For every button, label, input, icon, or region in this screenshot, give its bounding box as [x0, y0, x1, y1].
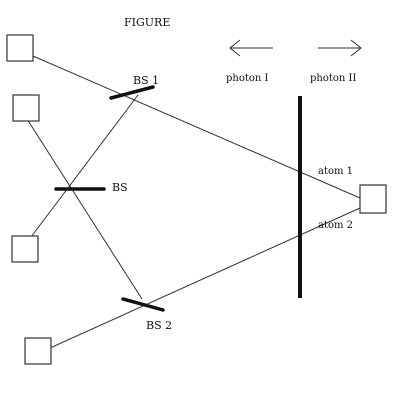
arrow-right-icon	[318, 39, 362, 57]
beam-bottom-long	[49, 207, 361, 349]
detector-box-upper	[12, 94, 40, 122]
beam-cross-up	[27, 94, 139, 242]
bs2-label: BS 2	[146, 319, 172, 332]
atom1-label: atom 1	[318, 166, 353, 177]
detector-box-lower	[11, 235, 39, 263]
beam-splitter-bs1	[109, 85, 155, 100]
detector-box-top	[6, 34, 34, 62]
source-box-right	[359, 184, 387, 214]
bs-label: BS	[112, 181, 128, 194]
bs1-label: BS 1	[133, 74, 159, 87]
beam-top-long	[32, 55, 361, 199]
detector-box-bottom	[24, 337, 52, 365]
beam-splitter-bs2	[121, 297, 165, 312]
figure-title: FIGURE	[124, 16, 170, 29]
arrow-left-icon	[229, 39, 273, 57]
photon-left-label: photon I	[226, 73, 269, 84]
atom2-label: atom 2	[318, 220, 353, 231]
photon-right-label: photon II	[310, 73, 356, 84]
beam-cross-down	[26, 118, 143, 300]
